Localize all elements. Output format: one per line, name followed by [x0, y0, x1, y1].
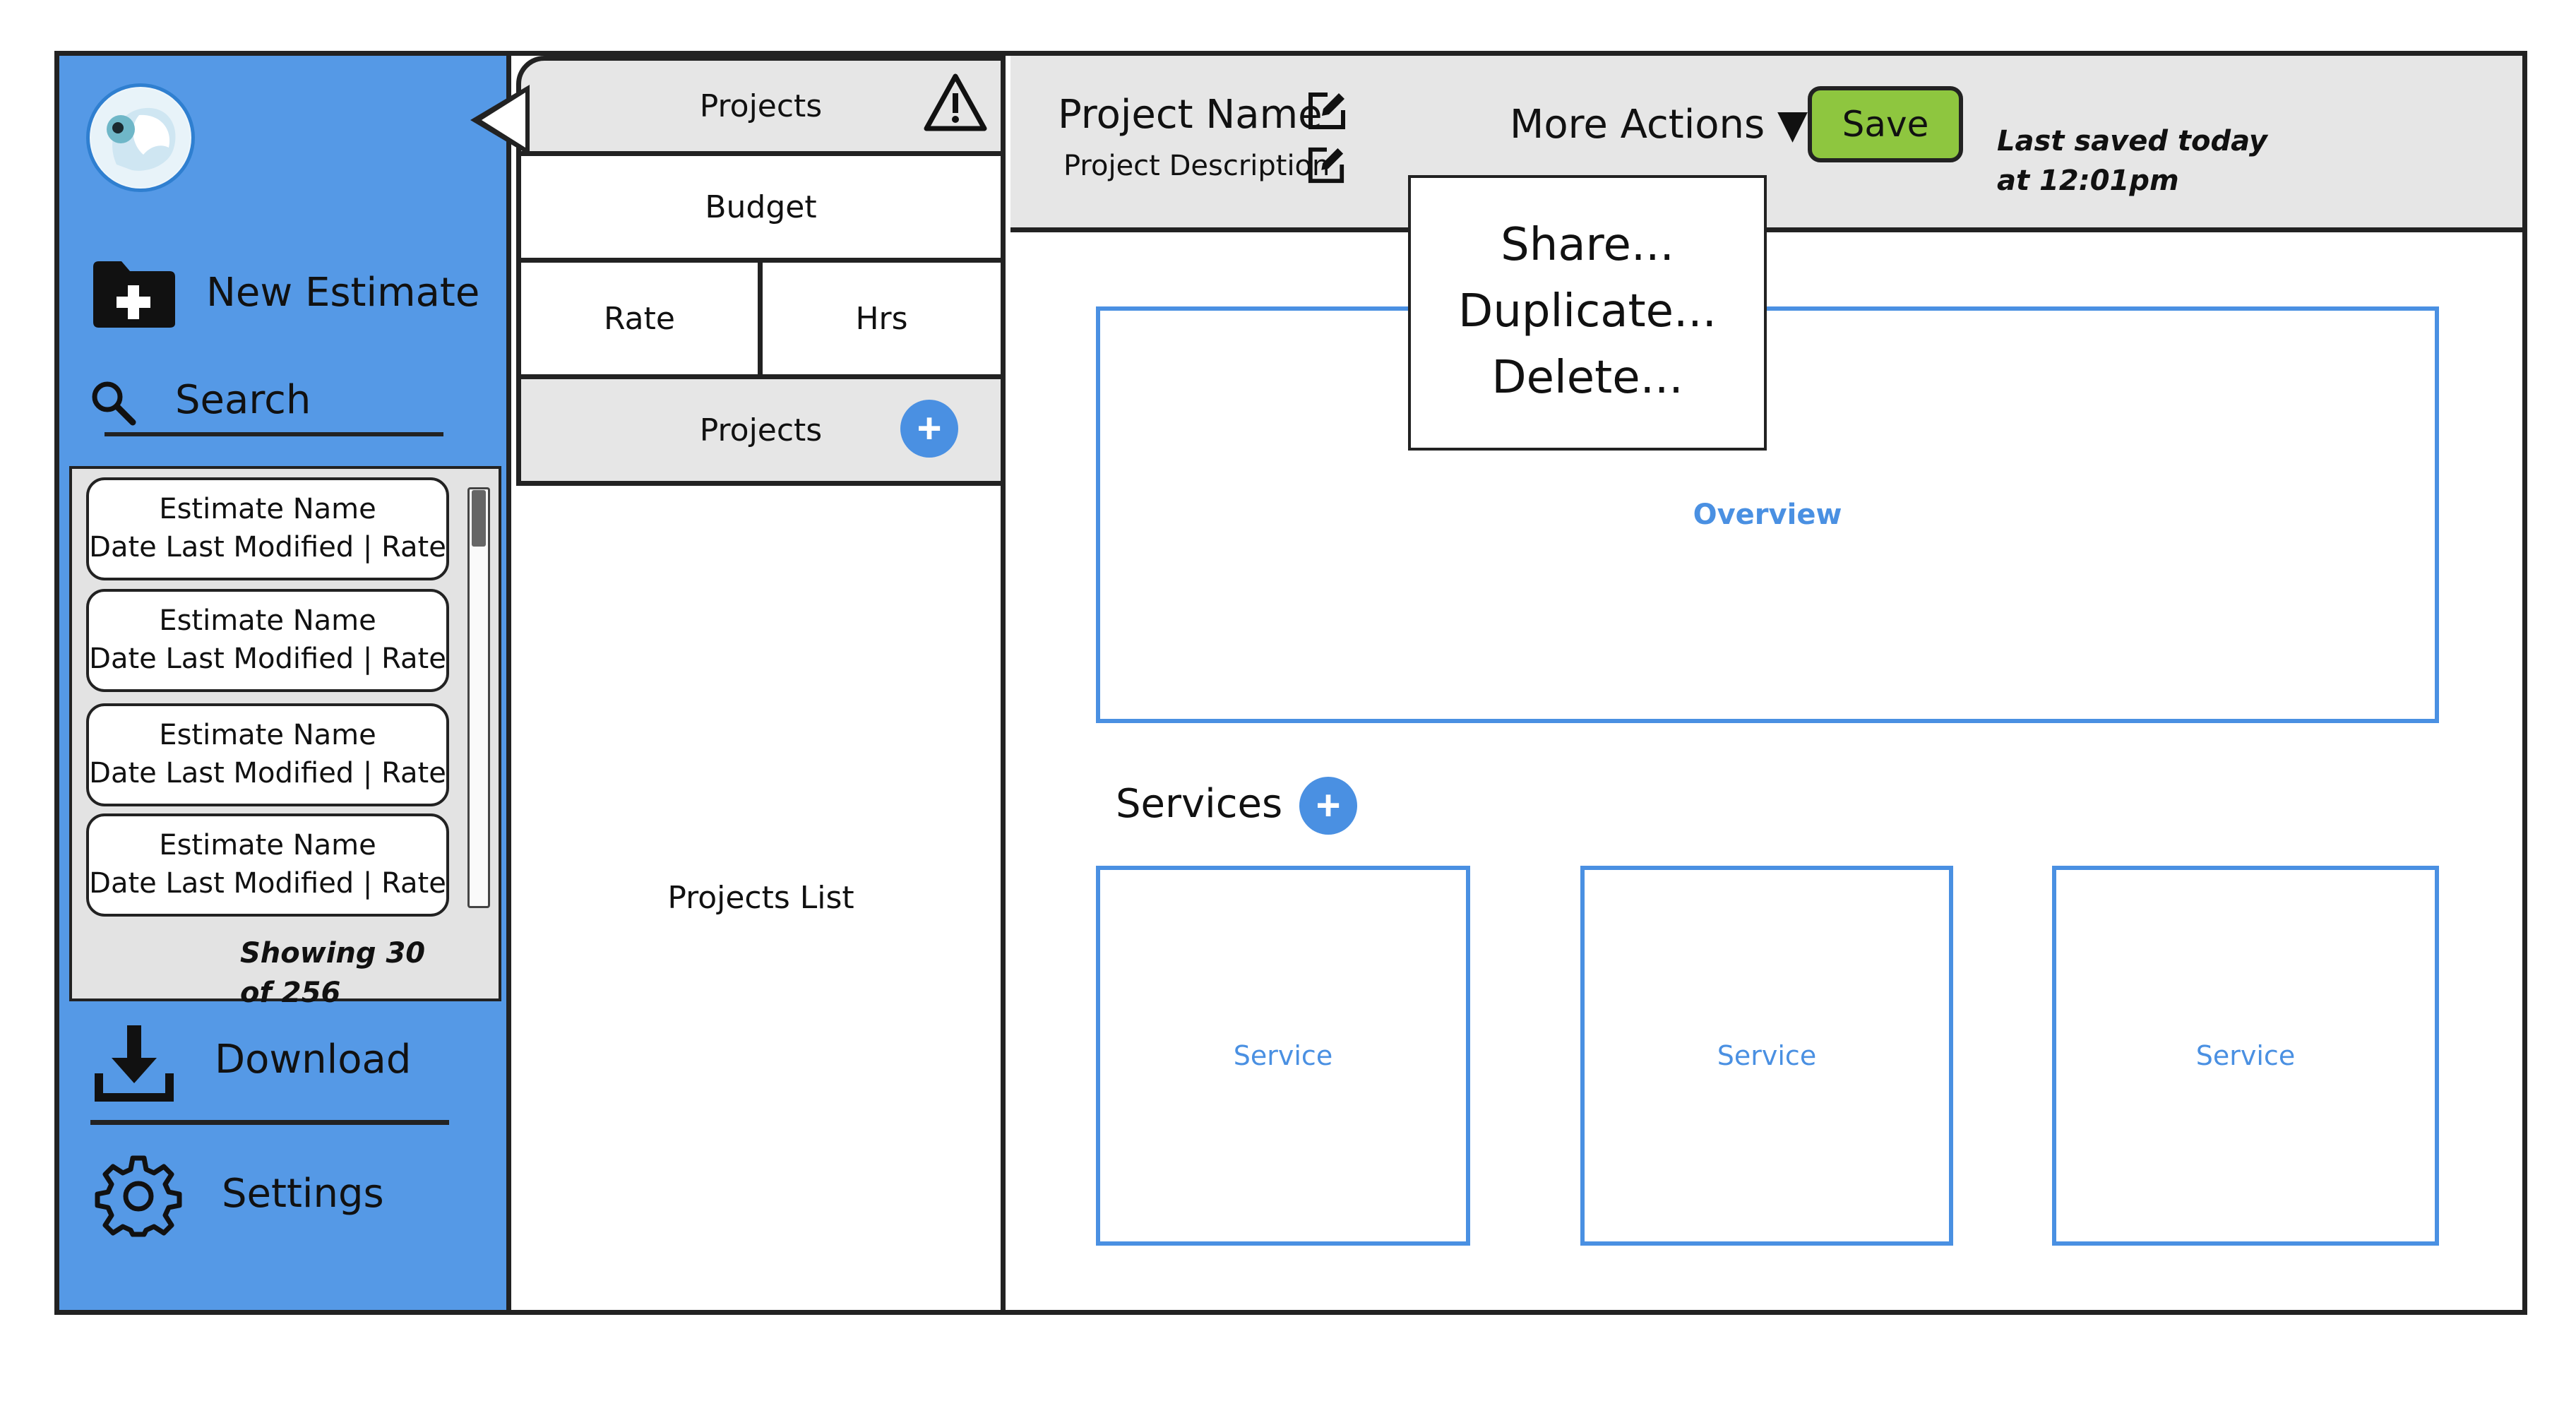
settings-gear-icon[interactable]	[95, 1152, 182, 1240]
rate-label: Rate	[604, 300, 675, 337]
estimate-meta: Date Last Modified | Rate	[89, 643, 446, 675]
estimate-card[interactable]: Estimate Name Date Last Modified | Rate	[86, 703, 449, 806]
projects-list-label: Projects List	[667, 880, 854, 916]
estimate-name: Estimate Name	[159, 829, 376, 862]
services-heading: Services	[1116, 781, 1283, 827]
more-actions-menu: Share... Duplicate... Delete...	[1408, 175, 1767, 451]
estimate-name: Estimate Name	[159, 719, 376, 751]
showing-count-label: Showing 30 of 256	[240, 937, 426, 1009]
projects-header-label: Projects	[699, 412, 823, 448]
search-icon[interactable]	[89, 378, 138, 428]
service-card[interactable]: Service	[2052, 866, 2439, 1246]
plus-icon: +	[1316, 782, 1341, 829]
projects-tab[interactable]: Projects	[516, 56, 1006, 156]
budget-label: Budget	[705, 189, 817, 225]
estimate-meta: Date Last Modified | Rate	[89, 867, 446, 900]
service-label: Service	[1717, 1040, 1817, 1071]
hrs-cell[interactable]: Hrs	[758, 258, 1006, 379]
projects-list[interactable]: Projects List	[516, 486, 1006, 1310]
search-underline	[105, 432, 443, 436]
app-logo[interactable]	[86, 83, 195, 192]
save-button-label: Save	[1842, 104, 1929, 145]
service-card[interactable]: Service	[1580, 866, 1953, 1246]
overview-panel[interactable]: Overview	[1096, 306, 2439, 723]
collapse-sidebar-pointer-fill	[482, 93, 525, 148]
edit-name-icon[interactable]	[1306, 90, 1347, 131]
project-description[interactable]: Project Description	[1063, 150, 1330, 182]
sidebar-divider	[90, 1120, 449, 1125]
estimate-name: Estimate Name	[159, 493, 376, 525]
estimate-card[interactable]: Estimate Name Date Last Modified | Rate	[86, 477, 449, 580]
download-link[interactable]: Download	[215, 1037, 412, 1083]
hrs-label: Hrs	[855, 300, 908, 337]
overview-label: Overview	[1693, 499, 1842, 531]
settings-link[interactable]: Settings	[222, 1171, 384, 1217]
service-label: Service	[1233, 1040, 1333, 1071]
download-icon[interactable]	[95, 1023, 174, 1102]
estimate-meta: Date Last Modified | Rate	[89, 531, 446, 564]
menu-item-share[interactable]: Share...	[1501, 219, 1674, 271]
edit-description-icon[interactable]	[1306, 145, 1346, 185]
budget-row[interactable]: Budget	[516, 151, 1006, 263]
new-estimate-folder-icon[interactable]	[90, 257, 178, 330]
last-saved-status: Last saved today at 12:01pm	[1997, 125, 2267, 197]
estimate-meta: Date Last Modified | Rate	[89, 757, 446, 789]
estimates-scrollbar[interactable]	[467, 487, 490, 908]
estimates-scrollbar-thumb[interactable]	[472, 490, 486, 547]
service-card[interactable]: Service	[1096, 866, 1470, 1246]
add-project-button[interactable]: +	[900, 400, 958, 458]
add-service-button[interactable]: +	[1299, 777, 1357, 835]
menu-item-delete[interactable]: Delete...	[1491, 352, 1683, 404]
estimate-card[interactable]: Estimate Name Date Last Modified | Rate	[86, 813, 449, 917]
new-estimate-link[interactable]: New Estimate	[206, 270, 480, 316]
project-name[interactable]: Project Name	[1058, 92, 1323, 138]
more-actions-dropdown[interactable]: More Actions ▼	[1510, 102, 1808, 148]
warning-icon[interactable]	[922, 72, 989, 133]
save-button[interactable]: Save	[1808, 86, 1963, 162]
menu-item-duplicate[interactable]: Duplicate...	[1458, 285, 1717, 338]
projects-tab-label: Projects	[699, 88, 823, 124]
service-label: Service	[2195, 1040, 2296, 1071]
estimate-card[interactable]: Estimate Name Date Last Modified | Rate	[86, 589, 449, 692]
search-input[interactable]: Search	[175, 377, 311, 423]
plus-icon: +	[917, 405, 942, 452]
estimate-name: Estimate Name	[159, 604, 376, 637]
rate-cell[interactable]: Rate	[516, 258, 763, 379]
